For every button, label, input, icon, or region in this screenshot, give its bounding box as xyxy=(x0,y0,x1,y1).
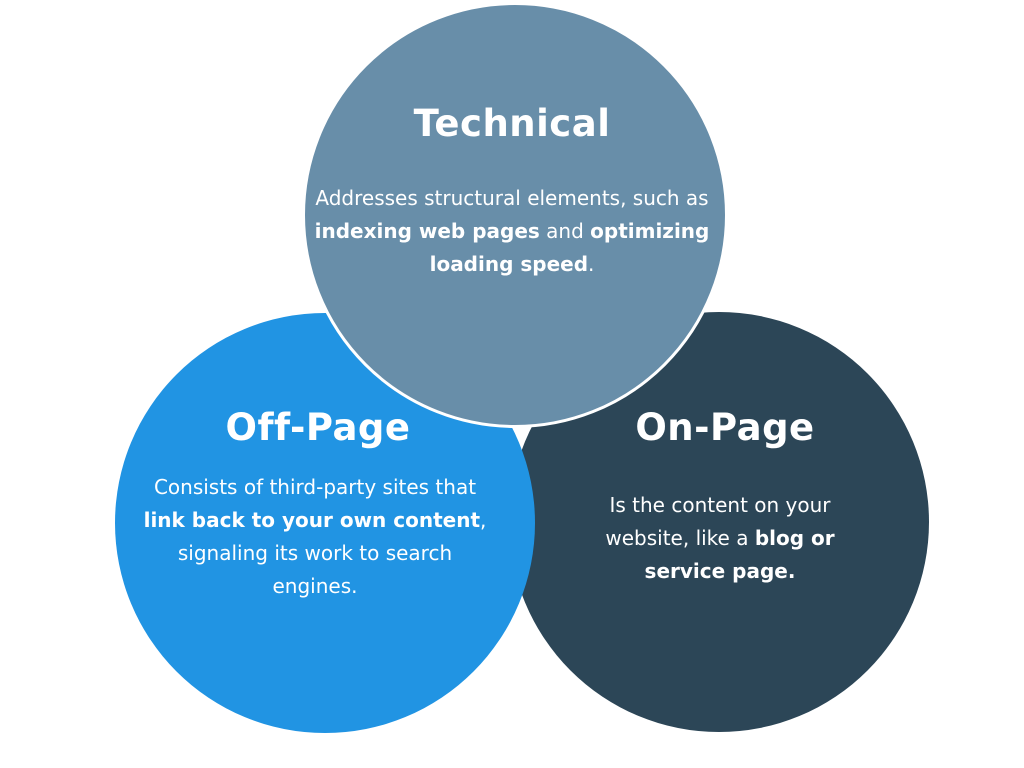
technical-desc-bold-2: optimizing loading speed xyxy=(429,219,710,276)
on-page-description: Is the content on your website, like a b… xyxy=(565,489,875,588)
technical-desc-text-3: . xyxy=(588,252,595,276)
off-page-description: Consists of third-party sites that link … xyxy=(140,471,490,603)
technical-desc-text-1: Addresses structural elements, such as xyxy=(315,186,709,210)
off-page-desc-text-1: Consists of third-party sites that xyxy=(153,475,477,499)
on-page-desc-bold-1: blog or service page. xyxy=(644,526,835,583)
off-page-desc-bold-1: link back to your own content xyxy=(143,508,481,532)
technical-title: Technical xyxy=(413,102,611,145)
technical-description: Addresses structural elements, such as i… xyxy=(312,182,712,281)
technical-circle xyxy=(302,2,728,428)
technical-desc-bold-1: indexing web pages xyxy=(314,219,540,243)
off-page-title: Off-Page xyxy=(225,406,411,449)
off-page-desc-text-2: , signaling its work to search engines. xyxy=(177,508,487,598)
on-page-desc-text-1: Is the content on your website, like a xyxy=(605,493,831,550)
on-page-title: On-Page xyxy=(635,406,815,449)
technical-desc-text-2: and xyxy=(539,219,591,243)
